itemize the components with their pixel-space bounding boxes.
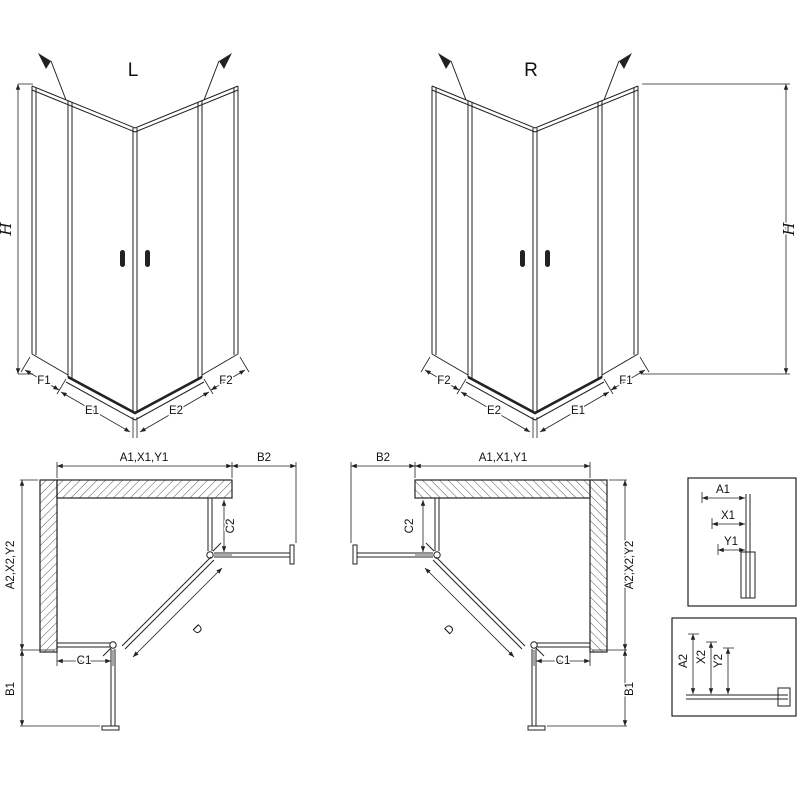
dim-a1x1y1: A1,X1,Y1: [479, 452, 528, 464]
dim-x2: X2: [696, 650, 708, 664]
dim-f1: F1: [619, 375, 632, 387]
dim-f2: F2: [219, 375, 232, 387]
view-title: R: [524, 60, 538, 81]
detail-box-top: A1 X1 Y1: [687, 477, 797, 607]
dim-f2: F2: [437, 375, 450, 387]
dim-d: D: [443, 623, 457, 637]
view-title: L: [128, 60, 139, 81]
dim-a2: A2: [678, 654, 690, 668]
iso-view-right: R H F2 E2 E1 F1: [421, 53, 800, 438]
height-dimension-left: [15, 83, 33, 375]
detail-border: [671, 617, 797, 717]
dim-a2x2y2: A2,X2,Y2: [624, 541, 636, 590]
glass-profile-horizontal: [686, 694, 788, 700]
wall-profile: [740, 551, 756, 599]
dim-y2: Y2: [713, 654, 725, 668]
dim-b1: B1: [624, 682, 636, 696]
dim-d: D: [190, 623, 204, 637]
dim-b2: B2: [257, 452, 271, 464]
dim-h: H: [0, 222, 15, 237]
dim-c2: C2: [404, 519, 416, 534]
iso-view-left: L H F1 E1 E2 F2: [0, 53, 249, 438]
dim-f1: F1: [37, 375, 50, 387]
dim-c1: C1: [77, 655, 92, 667]
dim-x1: X1: [721, 510, 735, 522]
dim-b1: B1: [5, 682, 17, 696]
dim-y1: Y1: [724, 536, 738, 548]
wall-profile: [777, 687, 791, 707]
dim-a1x1y1: A1,X1,Y1: [120, 452, 169, 464]
dim-b2: B2: [376, 452, 390, 464]
plan-view-right: B2 A1,X1,Y1 C2 A2,X2,Y2 C1 B1 D: [351, 451, 638, 730]
dim-c2: C2: [225, 519, 237, 534]
dim-c1: C1: [556, 655, 571, 667]
iso-left-drawing: [21, 53, 249, 438]
dim-a2x2y2: A2,X2,Y2: [5, 541, 17, 590]
iso-right-drawing: [421, 53, 649, 438]
plan-view-left: A1,X1,Y1 B2 C2 A2,X2,Y2 C1 B1 D: [4, 451, 296, 730]
dim-h: H: [780, 222, 798, 237]
dim-e2: E2: [169, 405, 183, 417]
dim-e1: E1: [571, 405, 585, 417]
plan-right-drawing: [351, 462, 627, 730]
plan-left-drawing: [20, 462, 296, 730]
dim-e2: E2: [487, 405, 501, 417]
glass-profile-vertical: [745, 494, 751, 598]
dim-a1: A1: [716, 484, 730, 496]
detail-border: [687, 477, 797, 607]
height-dimension-right: [642, 83, 790, 375]
detail-box-bottom: A2 X2 Y2: [671, 617, 797, 717]
dim-e1: E1: [85, 405, 99, 417]
